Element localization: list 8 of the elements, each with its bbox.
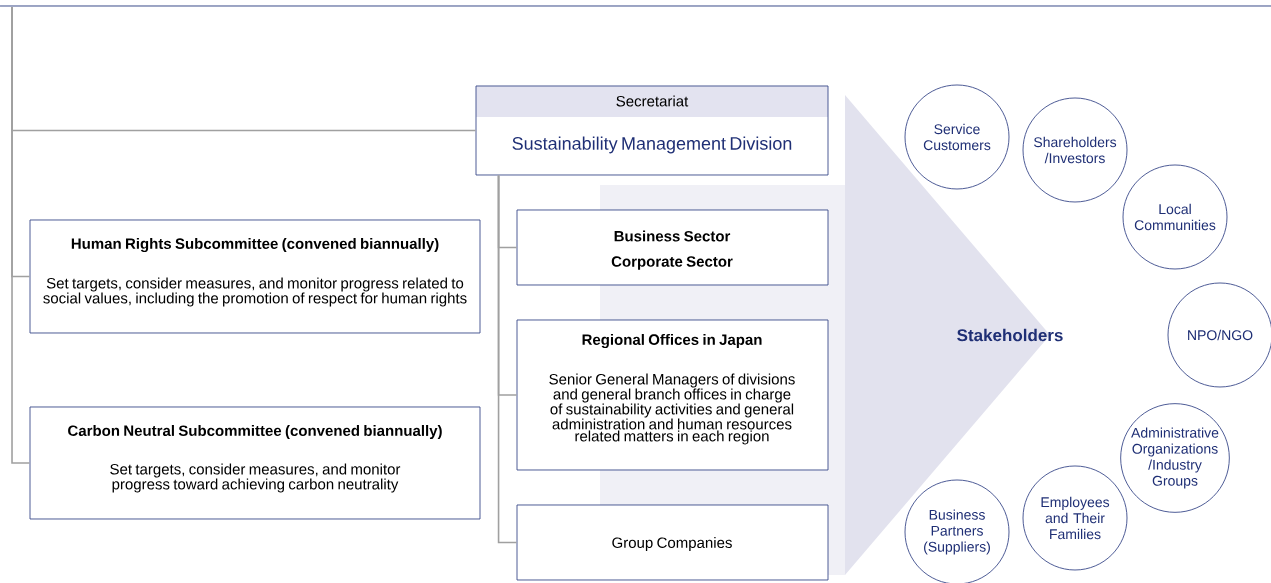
secretariat-box: Secretariat Sustainability Management Division [475, 85, 829, 176]
connector-line [497, 174, 518, 544]
org-box: Regional Offices in Japan Senior General Managers of divisions and general branch offices in charge of sustainability activities and general administration and human resources related matters in each region [516, 319, 829, 471]
connector-line [11, 6, 31, 464]
org-box: Carbon Neutral Subcommittee (convened biannually) Set targets, consider measures, and monitor progress toward achieving carbon neutrality [29, 406, 481, 520]
org-box: Business Sector Corporate Sector [516, 209, 829, 286]
org-box: Human Rights Subcommittee (convened biannually) Set targets, consider measures, and monitor progress related to social values, including the promotion of respect for human rights [29, 219, 481, 334]
org-box: Group Companies [516, 504, 829, 581]
